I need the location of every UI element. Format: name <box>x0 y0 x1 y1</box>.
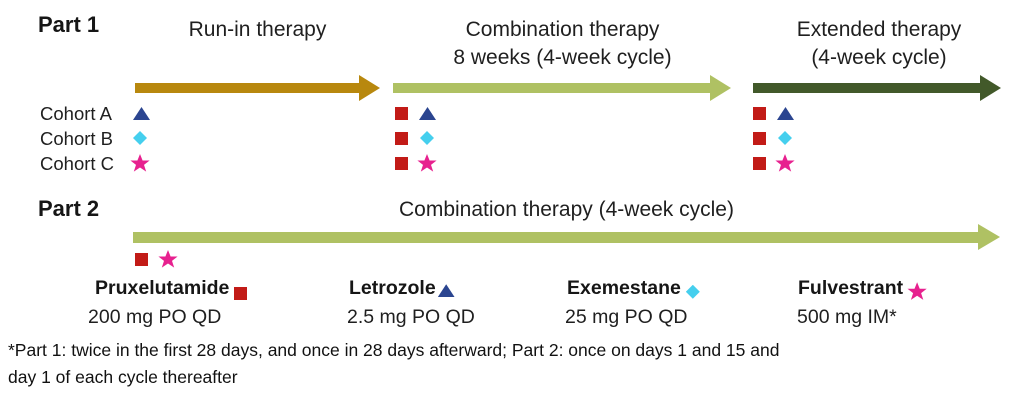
square-icon <box>234 287 248 301</box>
phase-title-combination: Combination therapy 8 weeks (4-week cycl… <box>395 16 730 72</box>
star-icon <box>775 154 795 172</box>
square-icon <box>753 107 766 120</box>
star-icon <box>158 250 178 268</box>
square-icon <box>395 132 408 145</box>
legend-item-pruxelutamide: Pruxelutamide 200 mg PO QD <box>88 277 248 329</box>
triangle-icon <box>133 107 150 120</box>
drug-name: Exemestane <box>567 277 681 299</box>
legend-item-exemestane: Exemestane 25 mg PO QD <box>565 277 700 329</box>
footnote: *Part 1: twice in the first 28 days, and… <box>8 337 1020 391</box>
combination-arrow <box>393 75 731 101</box>
run-in-arrow <box>135 75 380 101</box>
legend-item-letrozole: Letrozole 2.5 mg PO QD <box>347 277 475 329</box>
extended-arrow <box>753 75 1001 101</box>
diamond-icon <box>420 131 434 145</box>
diamond-icon <box>778 131 792 145</box>
part2-label: Part 2 <box>38 196 100 221</box>
footnote-line2: day 1 of each cycle thereafter <box>8 367 238 387</box>
drug-dose: 25 mg PO QD <box>565 306 688 328</box>
drug-name: Letrozole <box>349 277 436 299</box>
cohort-b-label: Cohort B <box>40 128 114 149</box>
triangle-icon <box>777 107 794 120</box>
legend-item-fulvestrant: Fulvestrant 500 mg IM* <box>797 277 927 329</box>
square-icon <box>753 157 766 170</box>
part2-phase-title: Combination therapy (4-week cycle) <box>399 198 734 221</box>
phase-title-extended-line1: Extended therapy <box>796 18 962 41</box>
footnote-line1: *Part 1: twice in the first 28 days, and… <box>8 340 780 360</box>
square-icon <box>135 253 148 266</box>
phase-title-run-in: Run-in therapy <box>188 18 327 41</box>
phase-title-extended: Extended therapy (4-week cycle) <box>755 16 1003 72</box>
star-icon <box>907 282 927 300</box>
star-icon <box>130 154 150 172</box>
triangle-icon <box>419 107 436 120</box>
drug-dose: 200 mg PO QD <box>88 306 222 328</box>
drug-name: Fulvestrant <box>798 277 904 299</box>
part1-label: Part 1 <box>38 12 100 37</box>
star-icon <box>417 154 437 172</box>
square-icon <box>395 107 408 120</box>
drug-dose: 500 mg IM* <box>797 306 897 328</box>
phase-title-combination-line1: Combination therapy <box>465 18 660 41</box>
diamond-icon <box>133 131 147 145</box>
cohort-a-label: Cohort A <box>40 103 112 124</box>
phase-title-extended-line2: (4-week cycle) <box>811 46 947 69</box>
phase-title-combination-line2: 8 weeks (4-week cycle) <box>453 46 672 69</box>
drug-dose: 2.5 mg PO QD <box>347 306 475 328</box>
square-icon <box>753 132 766 145</box>
cohort-c-label: Cohort C <box>40 153 115 174</box>
square-icon <box>395 157 408 170</box>
triangle-icon <box>437 284 455 298</box>
diamond-icon <box>685 284 700 299</box>
drug-name: Pruxelutamide <box>95 277 230 299</box>
part2-combination-arrow <box>133 224 1000 250</box>
